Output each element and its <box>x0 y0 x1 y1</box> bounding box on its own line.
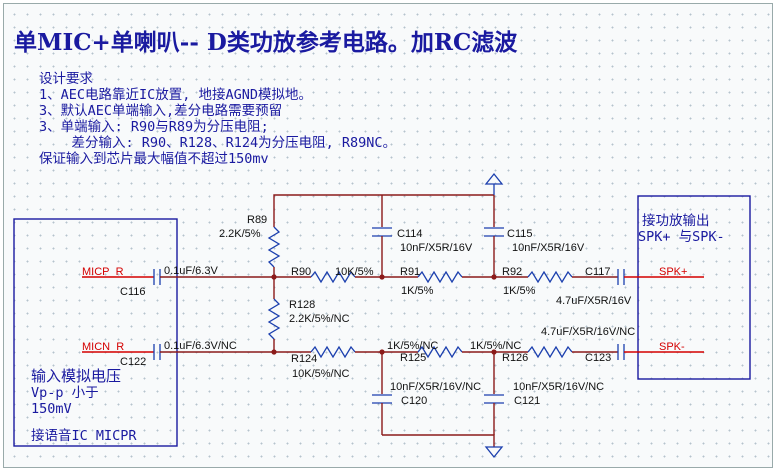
input-box-line-1: 输入模拟电压 <box>31 367 121 385</box>
schematic-sheet: 单MIC+单喇叭-- D类功放参考电路。加RC滤波 设计要求 1、AEC电路靠近… <box>3 3 773 468</box>
r89-resistor-symbol <box>267 226 281 268</box>
input-source-box <box>13 218 178 447</box>
c122-value: 0.1uF/6.3V/NC <box>164 340 237 352</box>
r126-value: 1K/5%/NC <box>470 340 521 352</box>
bottom-ground-arrow-icon <box>484 446 504 459</box>
design-note-heading: 设计要求 <box>39 71 93 87</box>
c120-value: 10nF/X5R/16V/NC <box>390 381 481 393</box>
r124-ref: R124 <box>291 353 317 365</box>
output-amp-box <box>637 195 751 380</box>
c114-ref: C114 <box>397 228 422 240</box>
output-box-line-1: 接功放输出 <box>642 212 710 229</box>
top-power-arrow-icon <box>484 172 504 195</box>
spkp-net-label: SPK+ <box>659 266 687 278</box>
design-note-1: 1、AEC电路靠近IC放置, 地接AGND模拟地。 <box>39 86 312 103</box>
design-note-2: 3、默认AEC单端输入,差分电路需要预留 <box>39 103 282 119</box>
r126-ref: R126 <box>502 352 528 364</box>
r91-resistor-symbol <box>417 270 463 284</box>
junction-dot <box>271 349 277 355</box>
r90-resistor-symbol <box>310 270 356 284</box>
r125-ref: R125 <box>400 352 426 364</box>
design-note-3: 3、单端输入: R90与R89为分压电阻; <box>39 119 269 135</box>
c114-value: 10nF/X5R/16V <box>400 242 473 254</box>
c122-capacitor-symbol <box>153 344 161 360</box>
r91-value: 1K/5% <box>401 285 434 297</box>
schematic-canvas: 单MIC+单喇叭-- D类功放参考电路。加RC滤波 设计要求 1、AEC电路靠近… <box>13 29 751 459</box>
r89-value: 2.2K/5% <box>219 228 261 240</box>
c121-capacitor-symbol <box>484 394 504 404</box>
r125-value: 1K/5%/NC <box>387 340 438 352</box>
c115-capacitor-symbol <box>484 227 504 237</box>
c117-capacitor-symbol <box>617 269 625 285</box>
r91-ref: R91 <box>400 266 420 278</box>
c121-value: 10nF/X5R/16V/NC <box>513 381 604 393</box>
input-box-line-2: Vp-p 小于 <box>31 385 99 401</box>
r125-resistor-symbol <box>417 345 463 359</box>
r126-resistor-symbol <box>527 345 573 359</box>
r128-value: 2.2K/5%/NC <box>289 313 350 325</box>
r90-value: 10K/5% <box>335 266 374 278</box>
c123-capacitor-symbol <box>617 344 625 360</box>
c120-capacitor-symbol <box>372 394 392 404</box>
c117-value: 4.7uF/X5R/16V <box>556 295 632 307</box>
c116-value: 0.1uF/6.3V <box>164 265 218 277</box>
schematic-title: 单MIC+单喇叭-- D类功放参考电路。加RC滤波 <box>14 29 518 56</box>
bottom-bus-wire <box>382 434 495 447</box>
c115-ref: C115 <box>507 228 532 240</box>
junction-dot <box>379 274 385 280</box>
c115-value: 10nF/X5R/16V <box>512 242 585 254</box>
micp-net-label: MICP_R <box>82 266 124 278</box>
output-box-line-2: SPK+ 与SPK- <box>638 229 725 245</box>
r89-ref: R89 <box>247 214 267 226</box>
junction-dot <box>491 274 497 280</box>
c116-ref: C116 <box>120 286 145 298</box>
c117-ref: C117 <box>585 266 610 278</box>
design-note-5: 保证输入到芯片最大幅值不超过150mv <box>39 151 269 167</box>
r92-ref: R92 <box>502 266 522 278</box>
r90-ref: R90 <box>291 266 311 278</box>
input-box-line-3: 150mV <box>31 401 72 417</box>
c122-ref: C122 <box>120 356 146 368</box>
r128-resistor-symbol <box>267 298 281 340</box>
micn-net-label: MICN_R <box>82 341 124 353</box>
top-bus-wire <box>273 194 494 227</box>
c120-ref: C120 <box>401 395 427 407</box>
input-box-line-4: 接语音IC MICPR <box>31 427 137 444</box>
spkn-net-label: SPK- <box>659 341 685 353</box>
design-note-4: 差分输入: R90、R128、R124为分压电阻, R89NC。 <box>39 135 396 151</box>
c116-capacitor-symbol <box>153 269 161 285</box>
r92-value: 1K/5% <box>503 285 536 297</box>
c123-ref: C123 <box>585 352 611 364</box>
c121-ref: C121 <box>514 395 540 407</box>
r128-ref: R128 <box>289 299 315 311</box>
r92-resistor-symbol <box>527 270 573 284</box>
r124-resistor-symbol <box>310 345 356 359</box>
r124-value: 10K/5%/NC <box>292 368 350 380</box>
c123-value: 4.7uF/X5R/16V/NC <box>541 326 635 338</box>
c114-capacitor-symbol <box>372 227 392 237</box>
design-notes: 设计要求 1、AEC电路靠近IC放置, 地接AGND模拟地。 3、默认AEC单端… <box>39 71 396 167</box>
